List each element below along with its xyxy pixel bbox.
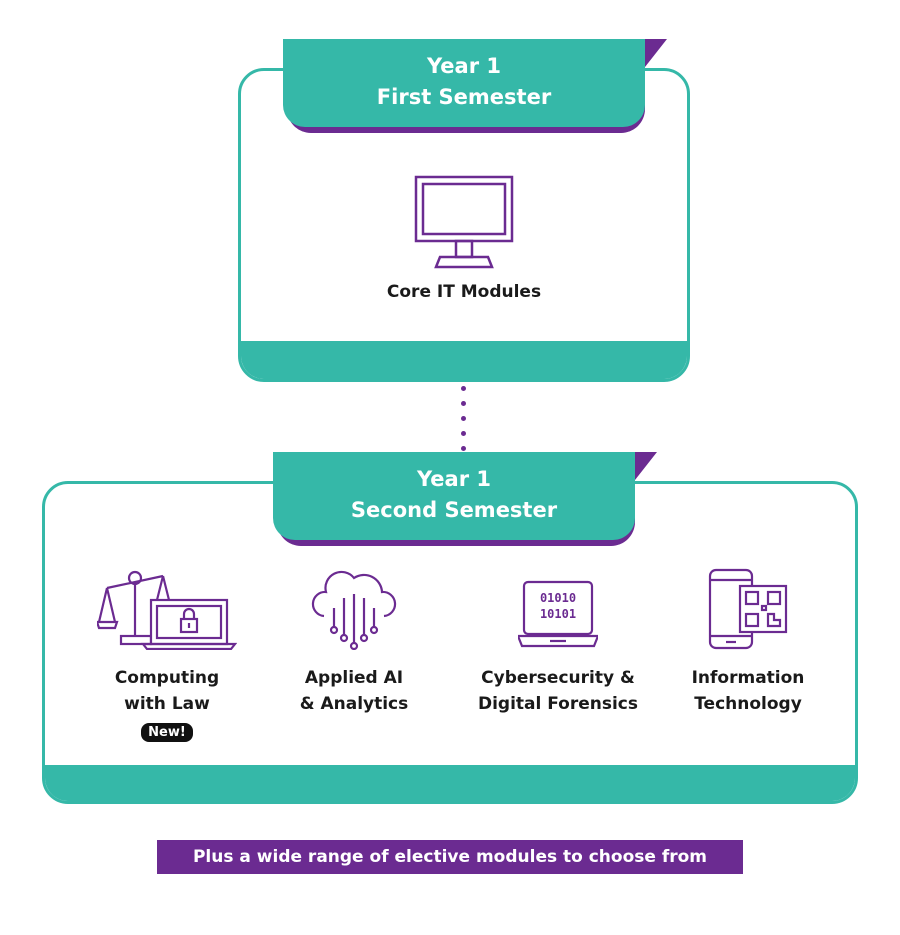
panel-footer-band: [45, 765, 855, 801]
svg-text:10101: 10101: [540, 607, 576, 621]
module-applied-ai-analytics: Applied AI & Analytics: [259, 560, 449, 717]
svg-text:01010: 01010: [540, 591, 576, 605]
cloud-circuit-icon: [311, 570, 397, 650]
tab-face: Year 1 Second Semester: [273, 452, 635, 540]
module-information-technology: Information Technology: [653, 560, 843, 717]
tab-face: Year 1 First Semester: [283, 39, 645, 127]
module-cybersecurity-forensics: 01010 10101 Cybersecurity & Digital Fore…: [463, 560, 653, 717]
new-badge: New!: [141, 723, 193, 742]
module-label-line1: Information: [691, 668, 805, 688]
monitor-icon: [414, 175, 514, 269]
laptop-binary-icon: 01010 10101: [518, 580, 598, 648]
panel-footer-band: [241, 341, 687, 379]
scales-laptop-lock-icon: [97, 570, 237, 650]
tab-semester-label: First Semester: [376, 85, 552, 109]
module-label-line2: Technology: [694, 694, 802, 714]
module-label-line1: Cybersecurity &: [481, 668, 635, 688]
module-label-line2: with Law: [124, 694, 210, 714]
core-modules-label: Core IT Modules: [386, 282, 542, 302]
second-semester-tab: Year 1 Second Semester: [273, 452, 658, 548]
tab-fold: [635, 452, 657, 480]
tab-semester-label: Second Semester: [350, 498, 558, 522]
module-computing-with-law: Computing with Law New!: [72, 560, 262, 742]
tab-fold: [645, 39, 667, 67]
module-label-line1: Computing: [114, 668, 220, 688]
elective-modules-banner: Plus a wide range of elective modules to…: [157, 840, 743, 874]
phone-qr-icon: [708, 568, 788, 650]
module-label-line2: & Analytics: [299, 694, 409, 714]
tab-year-label: Year 1: [417, 467, 491, 491]
module-label-line1: Applied AI: [304, 668, 404, 688]
dotted-connector: [461, 386, 467, 451]
module-label-line2: Digital Forensics: [477, 694, 639, 714]
first-semester-tab: Year 1 First Semester: [283, 39, 668, 135]
tab-year-label: Year 1: [427, 54, 501, 78]
